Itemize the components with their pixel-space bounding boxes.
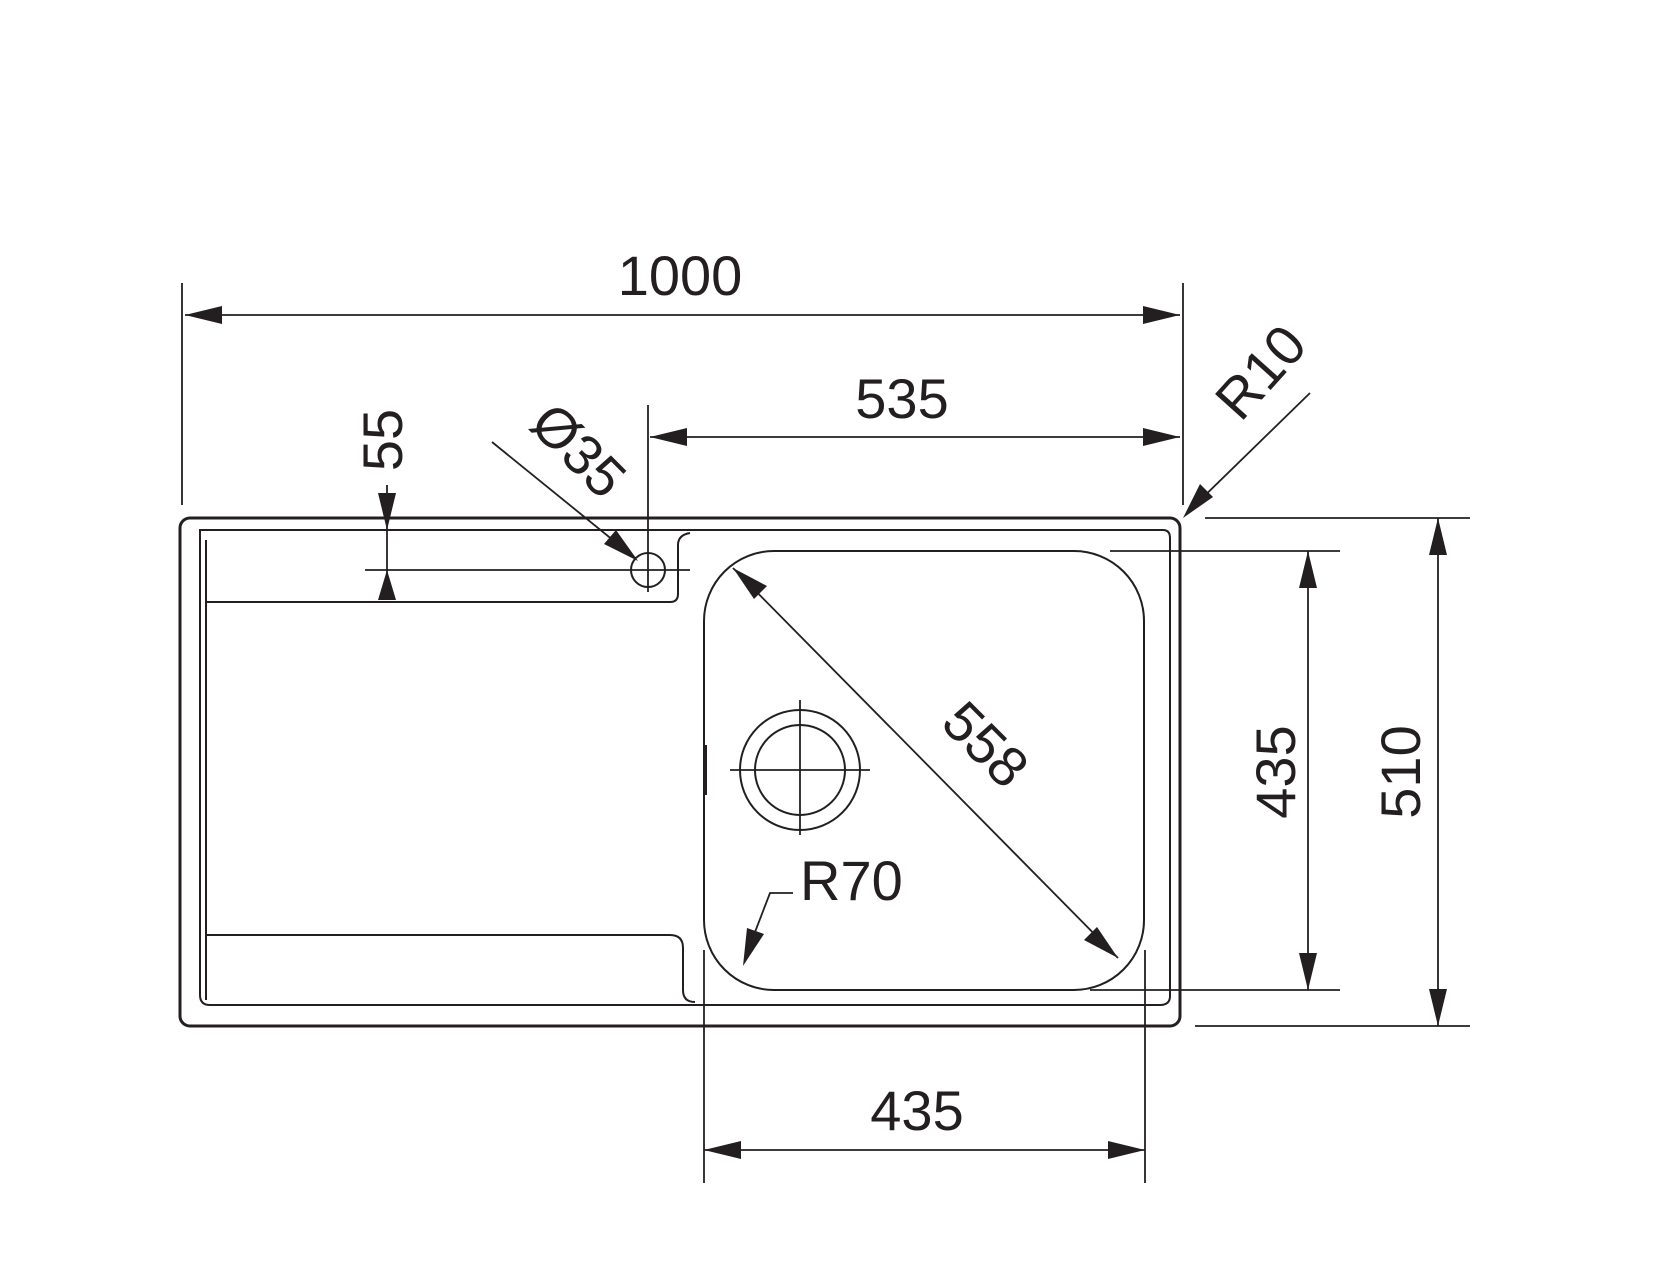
- dim-overall-width: 1000: [181, 244, 1184, 505]
- label-corner-radius-outer: R10: [1203, 313, 1319, 432]
- label-overall-width: 1000: [618, 244, 743, 307]
- tap-hole: [365, 405, 690, 592]
- dim-corner-radius-outer: R10: [1183, 313, 1318, 518]
- drainer-area: [206, 532, 696, 1003]
- bowl-outline: [703, 550, 1145, 991]
- sink-outline: [178, 516, 1182, 1028]
- dim-bowl-width: 435: [703, 950, 1146, 1183]
- label-bowl-diagonal: 558: [930, 689, 1041, 800]
- bowl: [703, 550, 1145, 991]
- dim-bowl-diagonal: 558: [732, 567, 1119, 959]
- label-bowl-width: 435: [870, 1079, 963, 1142]
- dim-tap-hole-offset: 55: [351, 409, 414, 600]
- dim-corner-radius-bowl: R70: [743, 849, 903, 966]
- dim-tap-hole-diameter: Ø35: [491, 391, 638, 561]
- drainer-bottom-shelf: [206, 934, 696, 1003]
- inner-frame: [199, 528, 1171, 1006]
- label-bowl-offset-width: 535: [855, 367, 948, 430]
- arrow-left: [185, 306, 222, 324]
- label-tap-hole-diameter: Ø35: [519, 391, 638, 510]
- label-tap-hole-offset: 55: [351, 409, 414, 471]
- dim-bowl-offset-width: 535: [650, 367, 1180, 446]
- label-overall-height: 510: [1369, 725, 1432, 818]
- drainer-top-shelf: [206, 532, 691, 603]
- dim-overall-height: 510: [1195, 517, 1470, 1027]
- arrow-right: [1143, 306, 1180, 324]
- label-corner-radius-bowl: R70: [800, 849, 903, 912]
- label-bowl-height: 435: [1244, 725, 1307, 818]
- dim-bowl-height: 435: [1090, 550, 1340, 991]
- outer-rim: [178, 516, 1182, 1028]
